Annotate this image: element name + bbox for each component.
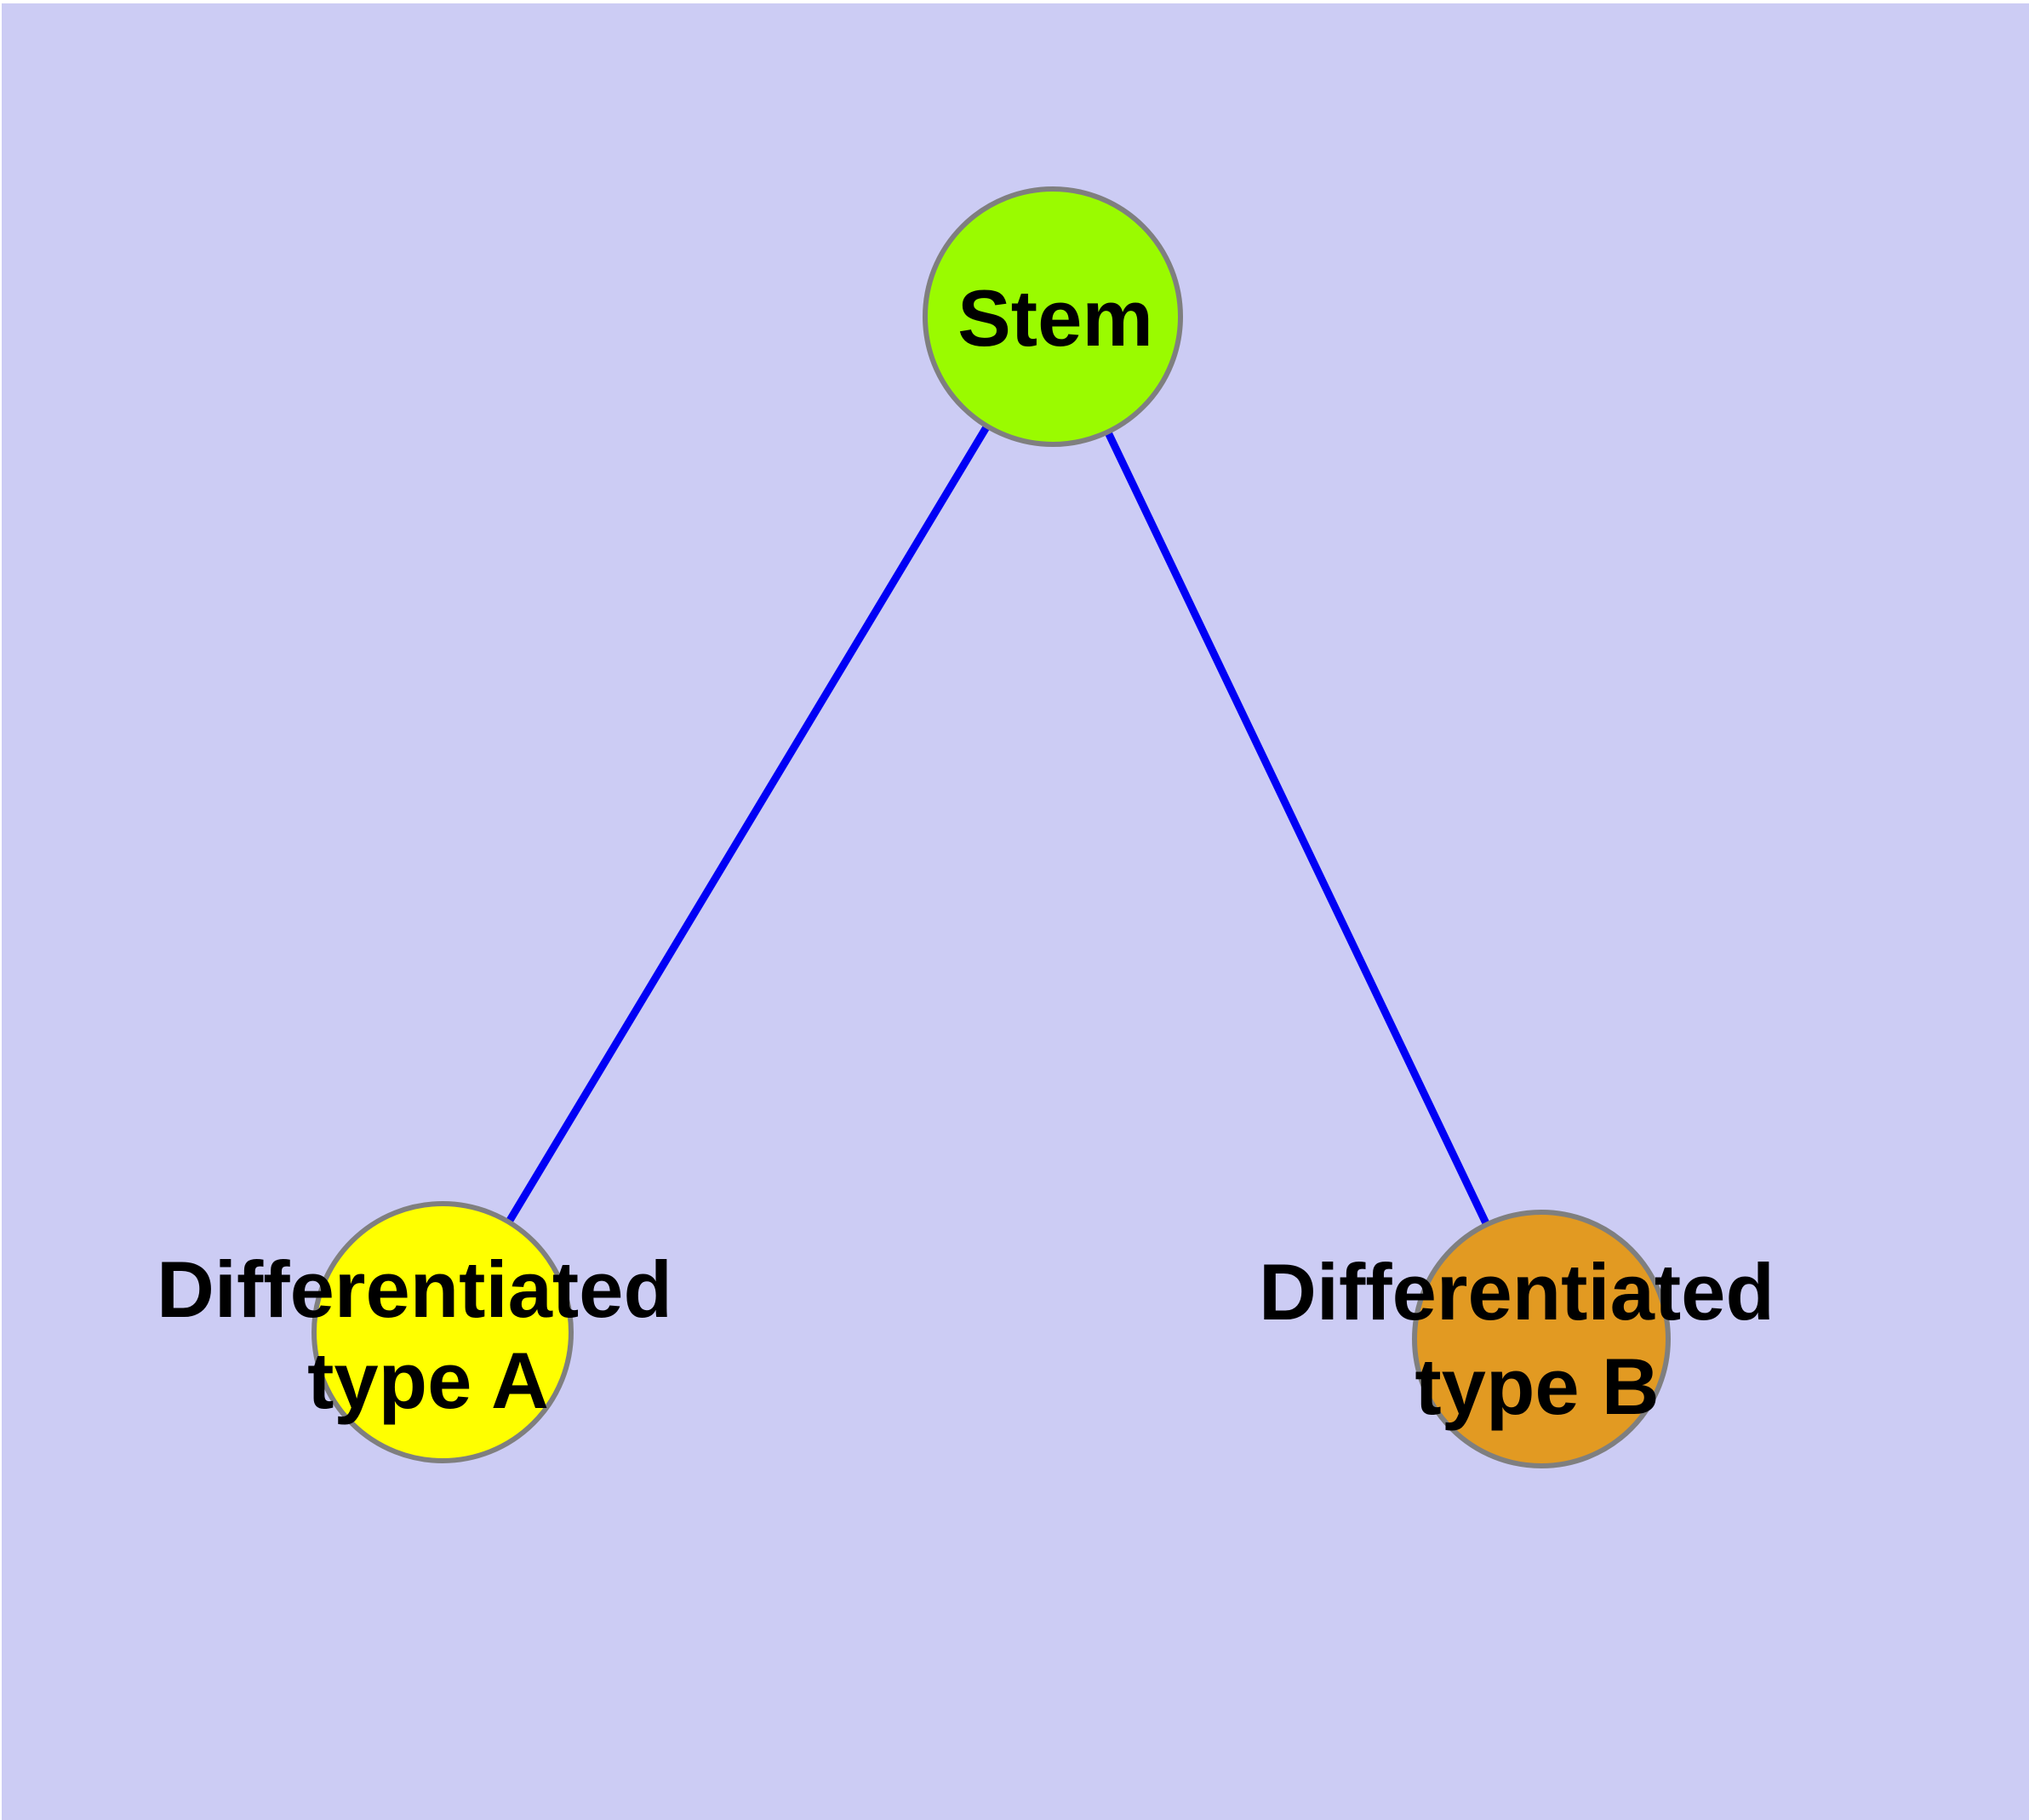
label-line-1: Differentiated	[157, 1245, 672, 1334]
node-differentiated-type-a-label: Differentiated type A	[157, 1245, 694, 1425]
edge-stem-to-type-b	[1049, 312, 1546, 1343]
node-stem	[923, 186, 1183, 447]
label-line-2: type B	[1415, 1342, 1659, 1431]
node-differentiated-type-a	[311, 1201, 574, 1463]
label-line-1: Differentiated	[1259, 1247, 1775, 1336]
label-line-2: type A	[307, 1336, 549, 1425]
node-stem-label: Stem	[957, 273, 1153, 363]
node-differentiated-type-b-label: Differentiated type B	[1259, 1247, 1797, 1431]
edge-stem-to-type-a	[438, 312, 1057, 1336]
node-differentiated-type-b	[1412, 1210, 1671, 1468]
